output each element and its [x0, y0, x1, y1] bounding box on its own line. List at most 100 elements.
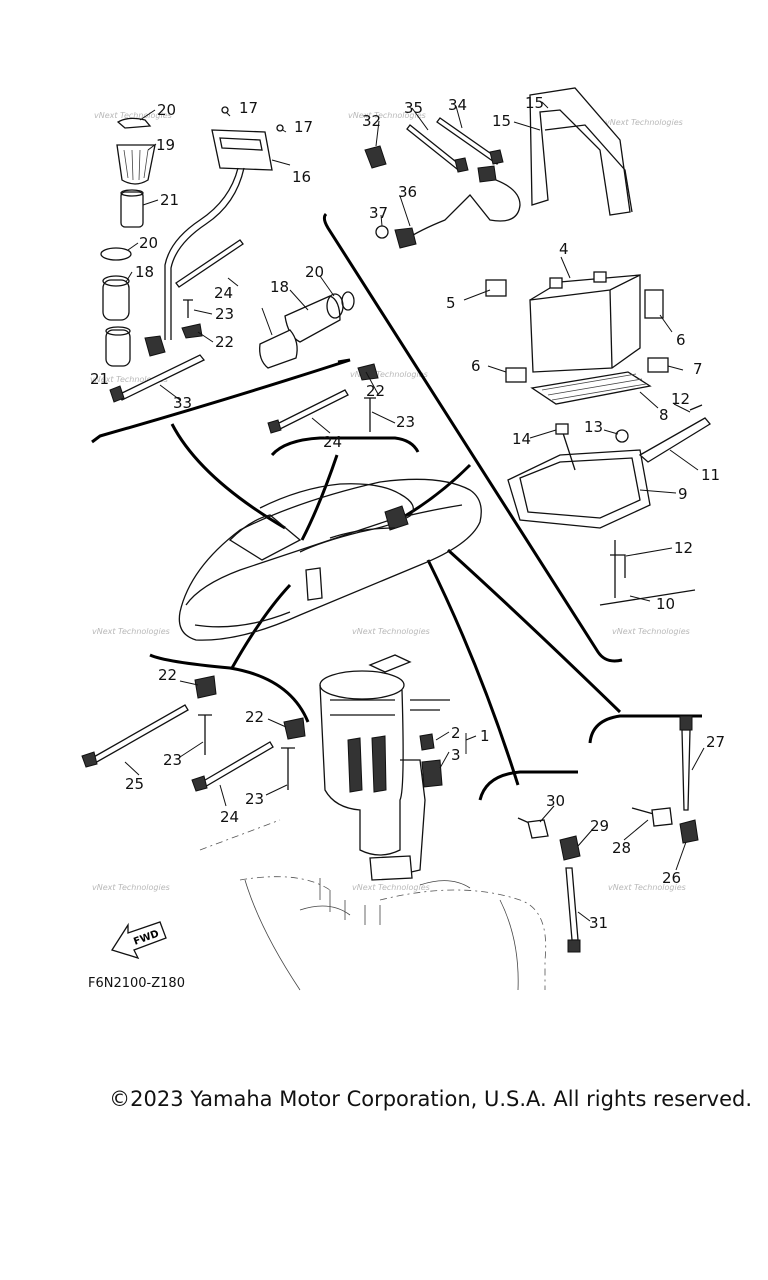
callout-label: 24: [323, 433, 342, 451]
callout-label: 25: [125, 775, 144, 793]
sleeve-part: [120, 191, 144, 228]
callout-label: 10: [656, 595, 675, 613]
callout-label: 12: [671, 390, 690, 408]
hose-middle-part: [284, 295, 341, 343]
callout-label: 24: [220, 808, 239, 826]
mid-tie-group: [267, 363, 379, 434]
callout-label: 23: [163, 751, 182, 769]
group-brackets: [91, 212, 702, 801]
watermark: vNext Technologies: [348, 111, 426, 120]
callout-label: 29: [590, 817, 609, 835]
callout-label: 12: [674, 539, 693, 557]
callout-label: 20: [139, 234, 158, 252]
callout-label: 31: [589, 914, 608, 932]
connector-bottom-left: [230, 583, 292, 669]
right-group-bracket: [322, 212, 623, 663]
callout-label: 20: [157, 101, 176, 119]
battery-case-part: [507, 449, 651, 529]
callout-labels: 20 17 17 19 16 21 20 18 24 23 22 21 33 1…: [90, 94, 725, 932]
watermark: vNext Technologies: [352, 883, 430, 892]
callout-label: 32: [362, 112, 381, 130]
filter-part: [116, 144, 156, 185]
lower-right-bracket-2: [588, 714, 702, 744]
parts-diagram: vNext Technologies vNext Technologies vN…: [81, 87, 725, 991]
clamp-part: [116, 117, 152, 129]
watermark-group: vNext Technologies vNext Technologies vN…: [90, 111, 690, 892]
fuel-pump-group: [199, 654, 547, 991]
strap-part: [529, 87, 631, 216]
callout-label: 24: [214, 284, 233, 302]
watermark: vNext Technologies: [92, 883, 170, 892]
callout-label: 14: [512, 430, 531, 448]
watermark: vNext Technologies: [90, 375, 168, 384]
callout-label: 23: [245, 790, 264, 808]
mid-group-bracket: [270, 436, 420, 457]
callout-label: 23: [396, 413, 415, 431]
connector-mid: [300, 454, 339, 541]
callout-label: 33: [173, 394, 192, 412]
callout-label: 34: [448, 96, 467, 114]
callout-label: 26: [662, 869, 681, 887]
callout-label: 17: [239, 99, 258, 117]
leader-lines: [124, 101, 705, 922]
callout-label: 7: [693, 360, 703, 378]
top-left-group-bracket: [91, 358, 351, 444]
callout-label: 22: [215, 333, 234, 351]
callout-label: 35: [404, 99, 423, 117]
connector-right: [404, 463, 472, 518]
callout-label: 17: [294, 118, 313, 136]
watermark: vNext Technologies: [352, 627, 430, 636]
callout-label: 18: [270, 278, 289, 296]
callout-label: 22: [366, 382, 385, 400]
callout-label: 28: [612, 839, 631, 857]
callout-label: 8: [659, 406, 669, 424]
callout-label: 20: [305, 263, 324, 281]
callout-label: 2: [451, 724, 461, 742]
lower-left-group-bracket: [149, 653, 310, 723]
lower-right-group: [517, 715, 699, 953]
callout-label: 27: [706, 733, 725, 751]
filler-parts-group: [100, 106, 355, 403]
callout-label: 11: [701, 466, 720, 484]
callout-label: 15: [525, 94, 544, 112]
clip-ring-part: [100, 247, 132, 261]
connector-bottom-right-1: [426, 559, 520, 786]
battery-group: [364, 87, 711, 606]
callout-label: 21: [160, 191, 179, 209]
lower-right-bracket-1: [478, 770, 578, 801]
diagram-code: F6N2100-Z180: [88, 976, 185, 991]
watermark: vNext Technologies: [605, 118, 683, 127]
connector-left: [170, 423, 286, 530]
callout-label: 13: [584, 418, 603, 436]
callout-label: 6: [471, 357, 481, 375]
callout-label: 30: [546, 792, 565, 810]
hose-part: [102, 279, 130, 321]
jetski-hull: [178, 478, 482, 641]
callout-label: 23: [215, 305, 234, 323]
callout-label: 3: [451, 746, 461, 764]
callout-label: 37: [369, 204, 388, 222]
watermark: vNext Technologies: [92, 627, 170, 636]
callout-label: 36: [398, 183, 417, 201]
watermark: vNext Technologies: [608, 883, 686, 892]
callout-label: 22: [245, 708, 264, 726]
watermark: vNext Technologies: [350, 370, 428, 379]
callout-label: 15: [492, 112, 511, 130]
callout-label: 22: [158, 666, 177, 684]
callout-label: 21: [90, 370, 109, 388]
copyright-notice: ©2023 Yamaha Motor Corporation, U.S.A. A…: [109, 1087, 752, 1111]
watermark: vNext Technologies: [612, 627, 690, 636]
callout-label: 16: [292, 168, 311, 186]
callout-label: 9: [678, 485, 688, 503]
callout-label: 4: [559, 240, 569, 258]
callout-label: 19: [156, 136, 175, 154]
callout-label: 6: [676, 331, 686, 349]
watermark: vNext Technologies: [94, 111, 172, 120]
callout-label: 5: [446, 294, 456, 312]
callout-label: 1: [480, 727, 490, 745]
callout-label: 18: [135, 263, 154, 281]
remote-box-part: [211, 129, 273, 171]
fwd-arrow: FWD: [110, 921, 167, 960]
connector-bottom-right-2: [446, 548, 622, 714]
fuel-pump-part: [319, 670, 405, 700]
